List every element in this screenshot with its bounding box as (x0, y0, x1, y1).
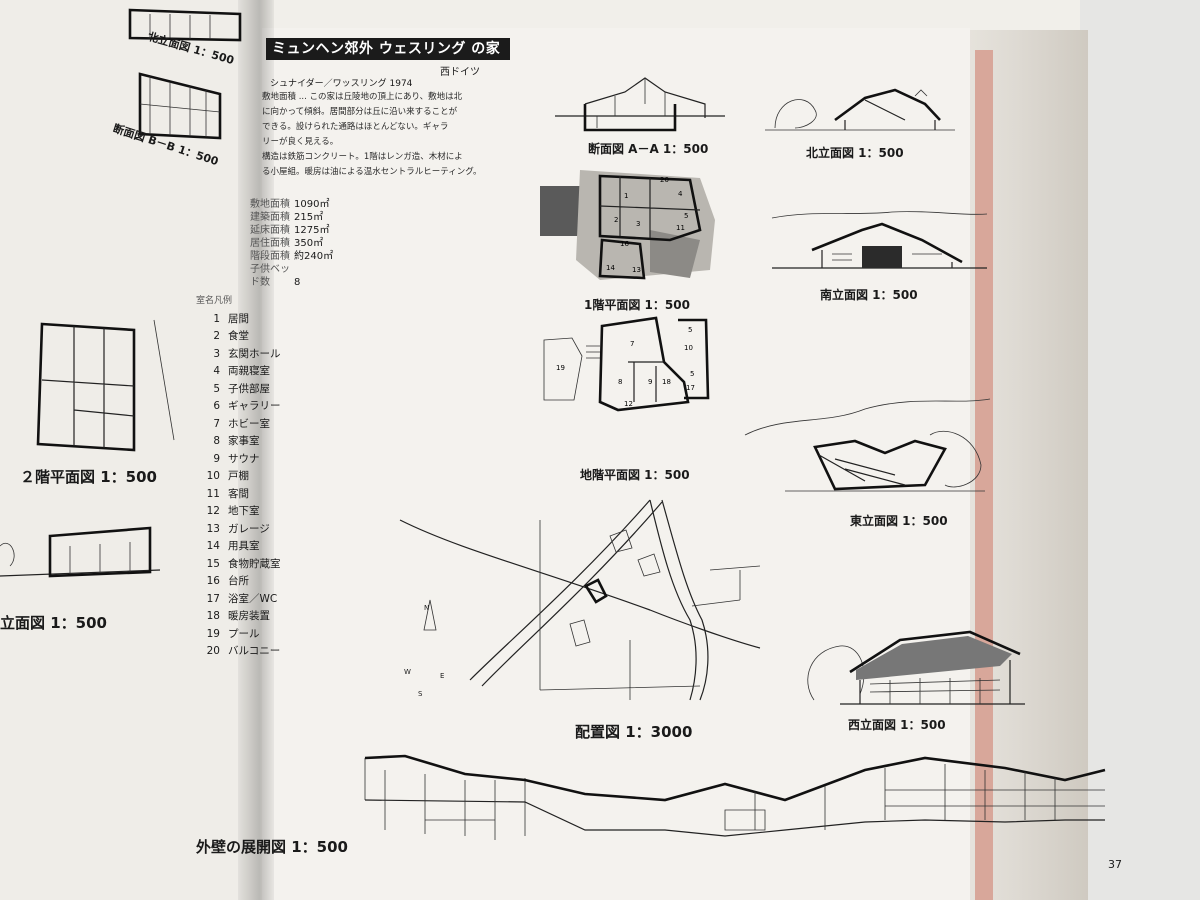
book-gutter (238, 0, 274, 900)
development-drawing (364, 754, 1106, 840)
basement-plan-drawing: 19 7 8 9 18 12 5 10 5 17 (543, 316, 710, 412)
east-elev-caption: 東立面図 1：500 (850, 514, 948, 528)
svg-text:17: 17 (686, 384, 695, 392)
cover-edge (975, 50, 993, 900)
svg-text:10: 10 (684, 344, 693, 352)
desc-line: 敷地面積 ... この家は丘陵地の頂上にあり、敷地は北 (262, 92, 463, 102)
svg-text:13: 13 (632, 266, 641, 274)
svg-text:4: 4 (678, 190, 683, 198)
left-north-elevation (128, 8, 242, 42)
page-number: 37 (1108, 858, 1122, 871)
desc-line: に向かって傾斜。居間部分は丘に沿い来することが (262, 107, 458, 117)
background (1080, 0, 1200, 900)
compass-e: E (440, 672, 445, 680)
page-title: ミュンヘン郊外 ウェスリング の家 (266, 38, 510, 60)
svg-text:7: 7 (630, 340, 634, 348)
east-elevation-drawing (744, 398, 991, 492)
svg-text:1: 1 (624, 192, 628, 200)
area-row: 階段面積約240㎡ (250, 251, 334, 262)
floor1-caption: 1階平面図 1：500 (584, 298, 690, 312)
legend-heading: 室名凡例 (196, 296, 233, 306)
svg-text:12: 12 (624, 400, 633, 408)
svg-text:9: 9 (648, 378, 652, 386)
svg-text:19: 19 (556, 364, 565, 372)
svg-text:2: 2 (614, 216, 618, 224)
left-section-bb (138, 72, 222, 140)
south-elevation-drawing (771, 211, 988, 269)
desc-line: 構造は鉄筋コンクリート。1階はレンガ造、木材によ (262, 152, 463, 162)
desc-line: る小屋組。暖房は油による温水セントラルヒーティング。 (262, 167, 482, 177)
compass-w: W (404, 668, 411, 676)
section-aa-caption: 断面図 A－A 1：500 (588, 142, 709, 156)
floor1-plan-drawing: 20 1 2 3 4 5 16 14 13 11 (540, 170, 715, 280)
svg-text:3: 3 (636, 220, 640, 228)
compass-s: S (418, 690, 423, 698)
svg-text:5: 5 (690, 370, 694, 378)
site-caption: 配置図 1：3000 (575, 723, 693, 741)
description: 敷地面積 ... この家は丘陵地の頂上にあり、敷地は北 に向かって傾斜。居間部分… (262, 90, 502, 180)
north-elevation-drawing (765, 88, 955, 131)
architect-credit: シュナイダー／ワッスリング 1974 (270, 79, 413, 89)
compass-n: N (424, 604, 430, 612)
desc-line: できる。設けられた通路はほとんどない。ギャラ (262, 122, 449, 132)
svg-text:5: 5 (688, 326, 692, 334)
left-page (0, 0, 272, 900)
svg-text:18: 18 (662, 378, 671, 386)
development-caption: 外壁の展開図 1：500 (196, 838, 348, 856)
left-floor2-caption: ２階平面図 1：500 (20, 468, 157, 486)
section-aa-drawing (555, 77, 725, 132)
svg-text:11: 11 (676, 224, 685, 232)
site-plan-drawing (399, 499, 761, 701)
country: 西ドイツ (440, 67, 480, 78)
basement-caption: 地階平面図 1：500 (580, 468, 690, 482)
left-elevation (0, 526, 161, 578)
desc-line: リーが良く見える。 (262, 137, 339, 147)
svg-text:8: 8 (618, 378, 622, 386)
svg-text:16: 16 (620, 240, 629, 248)
svg-text:5: 5 (684, 212, 688, 220)
left-elev-caption: 立面図 1：500 (0, 614, 107, 632)
left-floor2-plan (36, 319, 175, 452)
south-elev-caption: 南立面図 1：500 (820, 288, 918, 302)
north-elev-caption: 北立面図 1：500 (806, 146, 904, 160)
west-elev-caption: 西立面図 1：500 (848, 718, 946, 732)
west-elevation-drawing (807, 630, 1025, 705)
svg-text:20: 20 (660, 176, 669, 184)
svg-text:14: 14 (606, 264, 615, 272)
